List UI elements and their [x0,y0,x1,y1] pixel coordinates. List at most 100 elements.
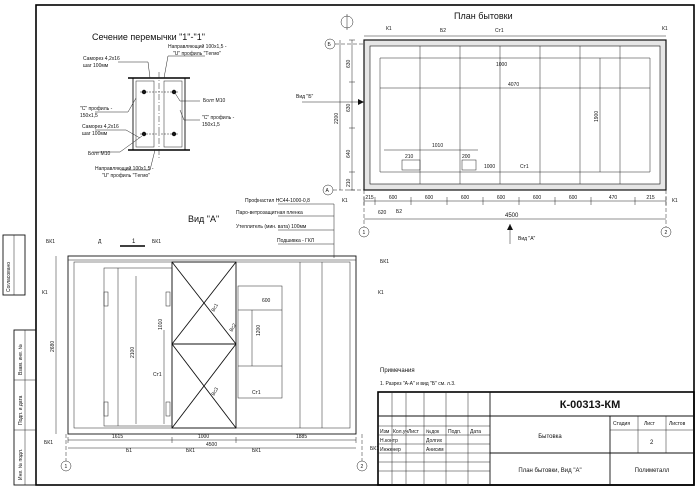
plan-dim-1000-top: 1000 [496,62,507,68]
plan-marker-1: 1 [363,230,366,236]
plan-title: План бытовки [454,11,513,21]
sec-label-c-left-1: "С" профиль - [80,106,113,112]
side-field-2: Подп. и дата [18,395,24,425]
view-layer-1: Профнастил НС44-1000-0,8 [245,198,310,204]
notes-title: Примечания [380,368,415,374]
plan-dim-1000-bot: 1000 [484,164,495,170]
title-block: Изм Кол.уч Лист №док Подп. Дата Н.контр … [377,391,695,486]
plan-dim-200: 200 [462,154,471,160]
view-a: Вид "А" Профнастил НС44-1000-0,8 Паро-ве… [42,198,389,472]
sec-label-napr-bot-2: "U" профиль "Tегмо" [102,173,150,179]
view-label-bk1-tl: БК1 [46,239,55,245]
plan-label-k1-tl: К1 [386,26,392,32]
plan-dim-620: 620 [378,210,387,216]
view-label-st1b: Ст1 [252,390,261,396]
plan-dim-2200: 2200 [334,113,340,124]
plan-label-k1-tr: К1 [662,26,668,32]
plan-label-b2-bot: Б2 [396,209,402,215]
view-dim-1000: 1000 [198,434,209,440]
sec-label-bolt-left: Болт М10 [88,151,110,157]
view-dim-4500: 4500 [206,442,217,448]
sec-label-samorez-bot-1: Саморез 4,2х16 [82,124,119,130]
plan-bottom-dim-7: 470 [609,195,618,201]
view-label-vs3: Вс3 [211,386,221,397]
plan-label-k1-bl: К1 [342,198,348,204]
plan-bottom-dim-4: 600 [497,195,506,201]
plan-bottom-dim-5: 600 [533,195,542,201]
tb-name-1: Бытовка [538,434,562,440]
view-label-bk1-tm: БК1 [152,239,161,245]
plan-bottom-dim-1: 600 [389,195,398,201]
plan-dim-210: 210 [346,178,352,187]
plan-label-b2-top: Б2 [440,28,446,34]
plan-label-st1-mid: Ст1 [520,164,529,170]
view-label-bk1-bl: БК1 [44,440,53,446]
sec-label-samorez-top-2: шаг 100мм [83,63,109,69]
plan-dim-210b: 210 [405,154,414,160]
sec-label-bolt-right: Болт М10 [203,98,225,104]
plan-marker-2: 2 [665,230,668,236]
view-layer-3: Утеплитель (мин. вата) 100мм [236,224,307,230]
view-label-bk1-tr: БК1 [380,259,389,265]
view-marker-1: 1 [65,464,68,470]
view-label-b1: Б1 [126,448,132,454]
view-label-st1a: Ст1 [153,372,162,378]
tb-name-2: План бытовки, Вид "А" [518,468,581,474]
view-marker-2: 2 [361,464,364,470]
view-label-bk1-b: БК1 [186,448,195,454]
view-label-d-mark: Д [98,239,102,245]
plan-bottom-dim-3: 600 [461,195,470,201]
notes-text: 1. Разрез "А-А" и вид "Б" см. л.3. [380,381,456,387]
sheet-frame [35,4,695,486]
view-label-k1-l: К1 [42,290,48,296]
plan-dim-1900: 1900 [594,111,600,122]
sec-label-samorez-top-1: Саморез 4,2х16 [83,56,120,62]
sec-label-c-right-1: "С" профиль - [202,115,235,121]
tb-person-2: Анисим [426,447,444,453]
tb-col-2: Лист [408,429,420,435]
tb-col-5: Дата [470,429,481,435]
plan-bottom-dim-6: 600 [569,195,578,201]
tb-col-1: Кол.уч [393,429,408,435]
side-stamp: Согласовано Взам. инв. № Подп. и дата Ин… [2,234,37,486]
view-layer-2: Паро-ветрозащитная пленка [236,210,303,216]
view-layer-4: Подшивка - ГКЛ [277,238,314,244]
view-dim-1200: 1200 [256,325,262,336]
sec-label-c-left-2: 150х1,5 [80,113,98,119]
notes: Примечания 1. Разрез "А-А" и вид "Б" см.… [380,368,456,387]
tb-col-3: №док [426,429,440,435]
sec-label-napr-top-1: Направляющий 100х1,5 - [168,43,227,50]
view-label-bk1-b2: БК1 [252,448,261,454]
tb-sheet-h: Лист [644,421,656,427]
tb-person-1: Долгих [426,438,443,444]
plan-dim-1010: 1010 [432,143,443,149]
tb-code: К-00313-КМ [560,399,621,411]
view-label-vs1: Вс1 [211,302,221,313]
tb-col-0: Изм [380,429,390,435]
view-dim-600: 600 [262,298,271,304]
tb-company: Полиметалл [635,468,670,474]
sec-label-c-right-2: 150х1,5 [202,122,220,128]
side-field-1: Взам. инв. № [18,344,24,375]
sec-label-napr-top-2: "U" профиль "Tегмо" [173,51,221,57]
view-dim-2680: 2680 [50,341,56,352]
tb-sheet-no: 2 [650,440,654,446]
plan-dim-4500: 4500 [505,213,519,219]
view-title: Вид "А" [188,214,219,224]
view-dim-1885: 1885 [296,434,307,440]
view-label-k1-r: К1 [378,290,384,296]
plan-dim-630a: 630 [346,59,352,68]
plan-dim-640: 640 [346,149,352,158]
sec-label-samorez-bot-2: шаг 100мм [82,131,108,137]
tb-role-2: Инженер [380,447,401,453]
tb-role-1: Н.контр [380,438,398,444]
view-label-bk1-br: БК1 [370,446,379,452]
plan-bottom-dim-0: 215 [365,195,374,201]
plan-label-vid-a: Вид "А" [518,236,536,242]
plan-dim-4070: 4070 [508,82,519,88]
view-dim-2100: 2100 [130,347,136,358]
section-1-1: Сечение перемычки "1"-"1" Саморез 4,2х16… [80,32,235,179]
plan-marker-a: А [326,188,330,194]
tb-col-4: Подп. [448,429,461,435]
